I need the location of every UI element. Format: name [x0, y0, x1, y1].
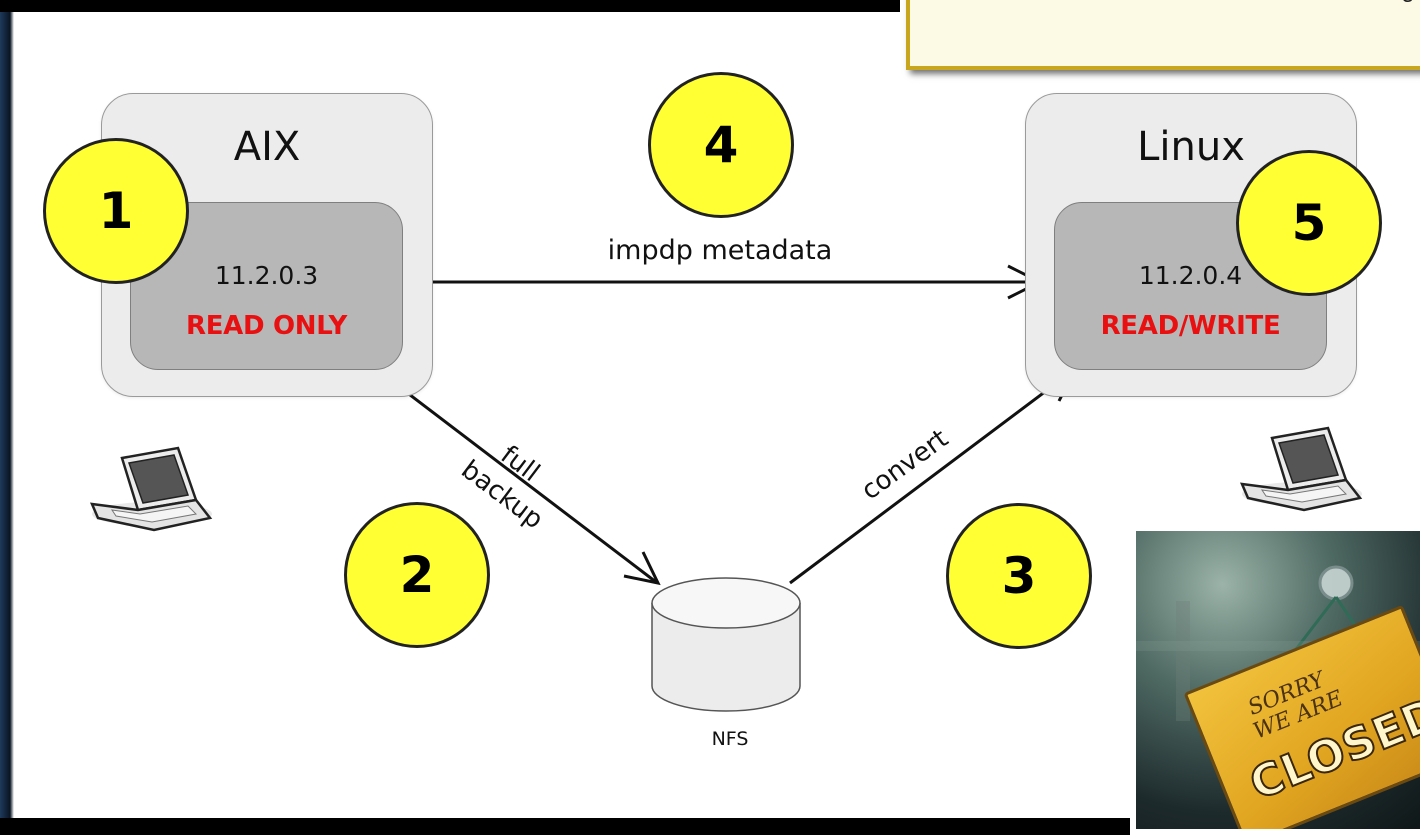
nfs-storage-icon — [652, 578, 800, 711]
step-badge-2-label: 2 — [400, 546, 435, 604]
nfs-label: NFS — [690, 728, 770, 750]
step-badge-3-label: 3 — [1002, 547, 1037, 605]
step-badge-4: 4 — [648, 72, 794, 218]
closed-sign-photo-scene: SORRY WE ARE CLOSED — [1136, 531, 1420, 829]
laptop-icon-left — [92, 448, 212, 530]
step-badge-3: 3 — [946, 503, 1092, 649]
metadata-flow-label: impdp metadata — [608, 235, 833, 266]
step-badge-2: 2 — [344, 502, 490, 648]
step-badge-5: 5 — [1236, 150, 1382, 296]
step-badge-1-label: 1 — [99, 182, 134, 240]
laptop-icon-right — [1242, 428, 1362, 510]
aix-version: 11.2.0.3 — [131, 261, 402, 290]
step-badge-5-label: 5 — [1292, 194, 1327, 252]
step-badge-1: 1 — [43, 138, 189, 284]
convert-flow-label: convert — [856, 424, 954, 506]
closed-sign-photo: SORRY WE ARE CLOSED — [1130, 525, 1420, 835]
step-badge-4-label: 4 — [704, 116, 739, 174]
aix-mode: READ ONLY — [117, 311, 416, 341]
linux-mode: READ/WRITE — [1041, 311, 1340, 341]
slide: 5 impdp metadata full backup convert — [0, 0, 1420, 818]
